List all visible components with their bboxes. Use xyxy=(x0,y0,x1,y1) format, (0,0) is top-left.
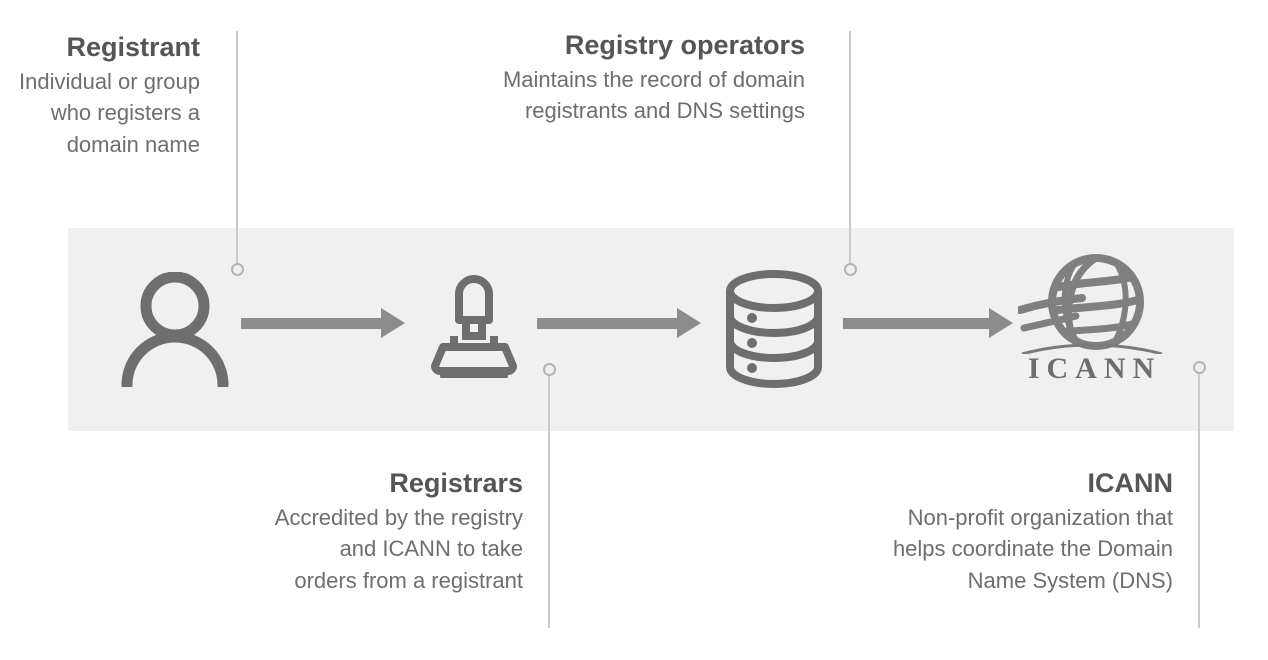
arrow-shaft xyxy=(843,318,990,329)
registrant-title: Registrant xyxy=(66,32,200,62)
connector-dot-registry-operators xyxy=(844,263,857,276)
connector-line-registrant xyxy=(236,31,238,270)
arrow-head xyxy=(677,308,701,338)
registrars-title: Registrars xyxy=(389,468,523,498)
registry-operators-description: Maintains the record of domain registran… xyxy=(502,66,805,124)
arrow-shaft xyxy=(241,318,382,329)
arrow-head xyxy=(989,308,1013,338)
icann-description: Non-profit organization that helps coord… xyxy=(892,504,1173,594)
connector-line-icann xyxy=(1198,368,1200,628)
arrow-registrars-to-registry xyxy=(537,308,701,338)
person-icon xyxy=(115,272,235,387)
icann-globe-logo: ICANN xyxy=(1016,254,1164,388)
registrant-description: Individual or group who registers a doma… xyxy=(18,68,200,158)
connector-dot-icann xyxy=(1193,361,1206,374)
registrars-description: Accredited by the registry and ICANN to … xyxy=(274,504,523,594)
connector-line-registrars xyxy=(548,370,550,628)
connector-dot-registrant xyxy=(231,263,244,276)
icann-wordmark: ICANN xyxy=(1027,352,1162,385)
icann-title: ICANN xyxy=(1087,468,1174,498)
label-registrant: Registrant Individual or group who regis… xyxy=(0,30,200,161)
connector-dot-registrars xyxy=(543,363,556,376)
database-icon xyxy=(724,270,824,388)
stamp-icon xyxy=(428,273,520,378)
globe-icon xyxy=(1016,254,1163,356)
label-registry-operators: Registry operators Maintains the record … xyxy=(495,28,805,127)
process-band xyxy=(68,228,1234,431)
label-registrars: Registrars Accredited by the registry an… xyxy=(273,466,523,597)
connector-line-registry-operators xyxy=(849,31,851,270)
label-icann: ICANN Non-profit organization that helps… xyxy=(880,466,1173,597)
arrow-head xyxy=(381,308,405,338)
arrow-registrant-to-registrars xyxy=(241,308,405,338)
registry-operators-title: Registry operators xyxy=(564,30,805,60)
arrow-registry-to-icann xyxy=(843,308,1013,338)
arrow-shaft xyxy=(537,318,678,329)
